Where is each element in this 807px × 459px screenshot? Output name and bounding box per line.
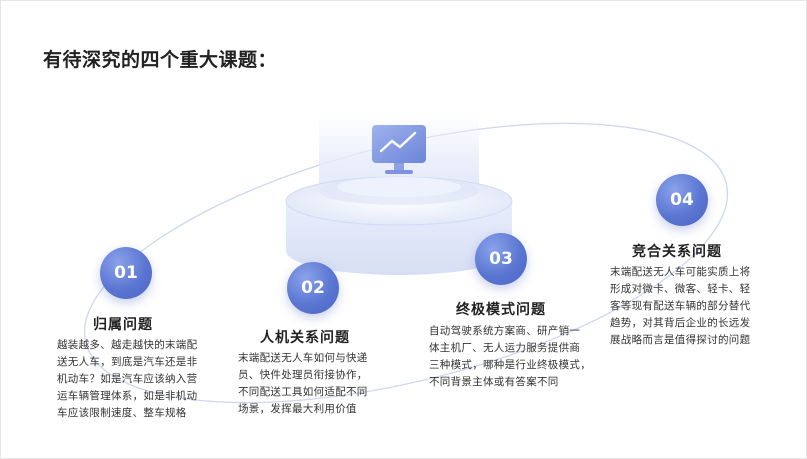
topic-2-heading: 人机关系问题 — [260, 330, 350, 346]
topic-3-description: 自动驾驶系统方案商、研产销一 体主机厂、无人运力服务提供商 三种模式，哪种是行业… — [429, 323, 591, 391]
topic-2-line: 不同配送工具如何适配不同 — [238, 386, 368, 398]
topic-1-number-badge: 01 — [100, 247, 152, 299]
topic-4-line: 客等现有配送车辆的部分替代 — [610, 300, 751, 312]
topic-1-line: 车应该限制速度、整车规格 — [57, 407, 187, 419]
topic-4-number: 04 — [670, 190, 694, 210]
topic-4-description: 末端配送无人车可能实质上将 形成对微卡、微客、轻卡、轻 客等现有配送车辆的部分替… — [610, 264, 750, 349]
topic-2-number: 02 — [301, 278, 325, 298]
pedestal-inner-top — [337, 177, 461, 197]
topic-1-line: 运车辆管理体系，如是非机动 — [57, 390, 198, 402]
topic-2-description: 末端配送无人车如何与快递 员、快件处理员衔接协作， 不同配送工具如何适配不同 场… — [238, 350, 368, 418]
topic-3-line: 自动驾驶系统方案商、研产销一 — [429, 325, 581, 337]
topic-1-line: 送无人车，到底是汽车还是非 — [57, 356, 198, 368]
topic-2-line: 员、快件处理员衔接协作， — [238, 369, 368, 381]
topic-2-number-badge: 02 — [287, 262, 339, 314]
topic-3-number-badge: 03 — [475, 233, 527, 285]
topic-1-line: 越装越多、越走越快的末端配 — [57, 339, 198, 351]
topic-1-number: 01 — [114, 263, 138, 283]
topic-4-number-badge: 04 — [656, 174, 708, 226]
topic-4-line: 末端配送无人车可能实质上将 — [610, 266, 751, 278]
topic-2-line: 场景，发挥最大利用价值 — [238, 403, 357, 415]
topic-1-line: 机动车？如是汽车应该纳入营 — [57, 373, 198, 385]
topic-1-description: 越装越多、越走越快的末端配 送无人车，到底是汽车还是非 机动车？如是汽车应该纳入… — [57, 337, 197, 422]
topic-3-number: 03 — [489, 249, 513, 269]
monitor-chart-icon — [372, 125, 426, 174]
slide-title: 有待深究的四个重大课题： — [43, 49, 278, 71]
topic-3-line: 三种模式，哪种是行业终极模式， — [429, 359, 591, 371]
topic-3-line: 不同背景主体或有答案不同 — [429, 376, 559, 388]
topic-4-line: 趋势，对其背后企业的长远发 — [610, 317, 751, 329]
topic-3-line: 体主机厂、无人运力服务提供商 — [429, 342, 581, 354]
topic-4-heading: 竞合关系问题 — [632, 244, 722, 260]
topic-4-line: 展战略而言是值得探讨的问题 — [610, 334, 751, 346]
topic-1-heading: 归属问题 — [93, 317, 153, 333]
topic-4-line: 形成对微卡、微客、轻卡、轻 — [610, 283, 751, 295]
topic-3-heading: 终极模式问题 — [456, 302, 546, 318]
topic-2-line: 末端配送无人车如何与快递 — [238, 352, 368, 364]
